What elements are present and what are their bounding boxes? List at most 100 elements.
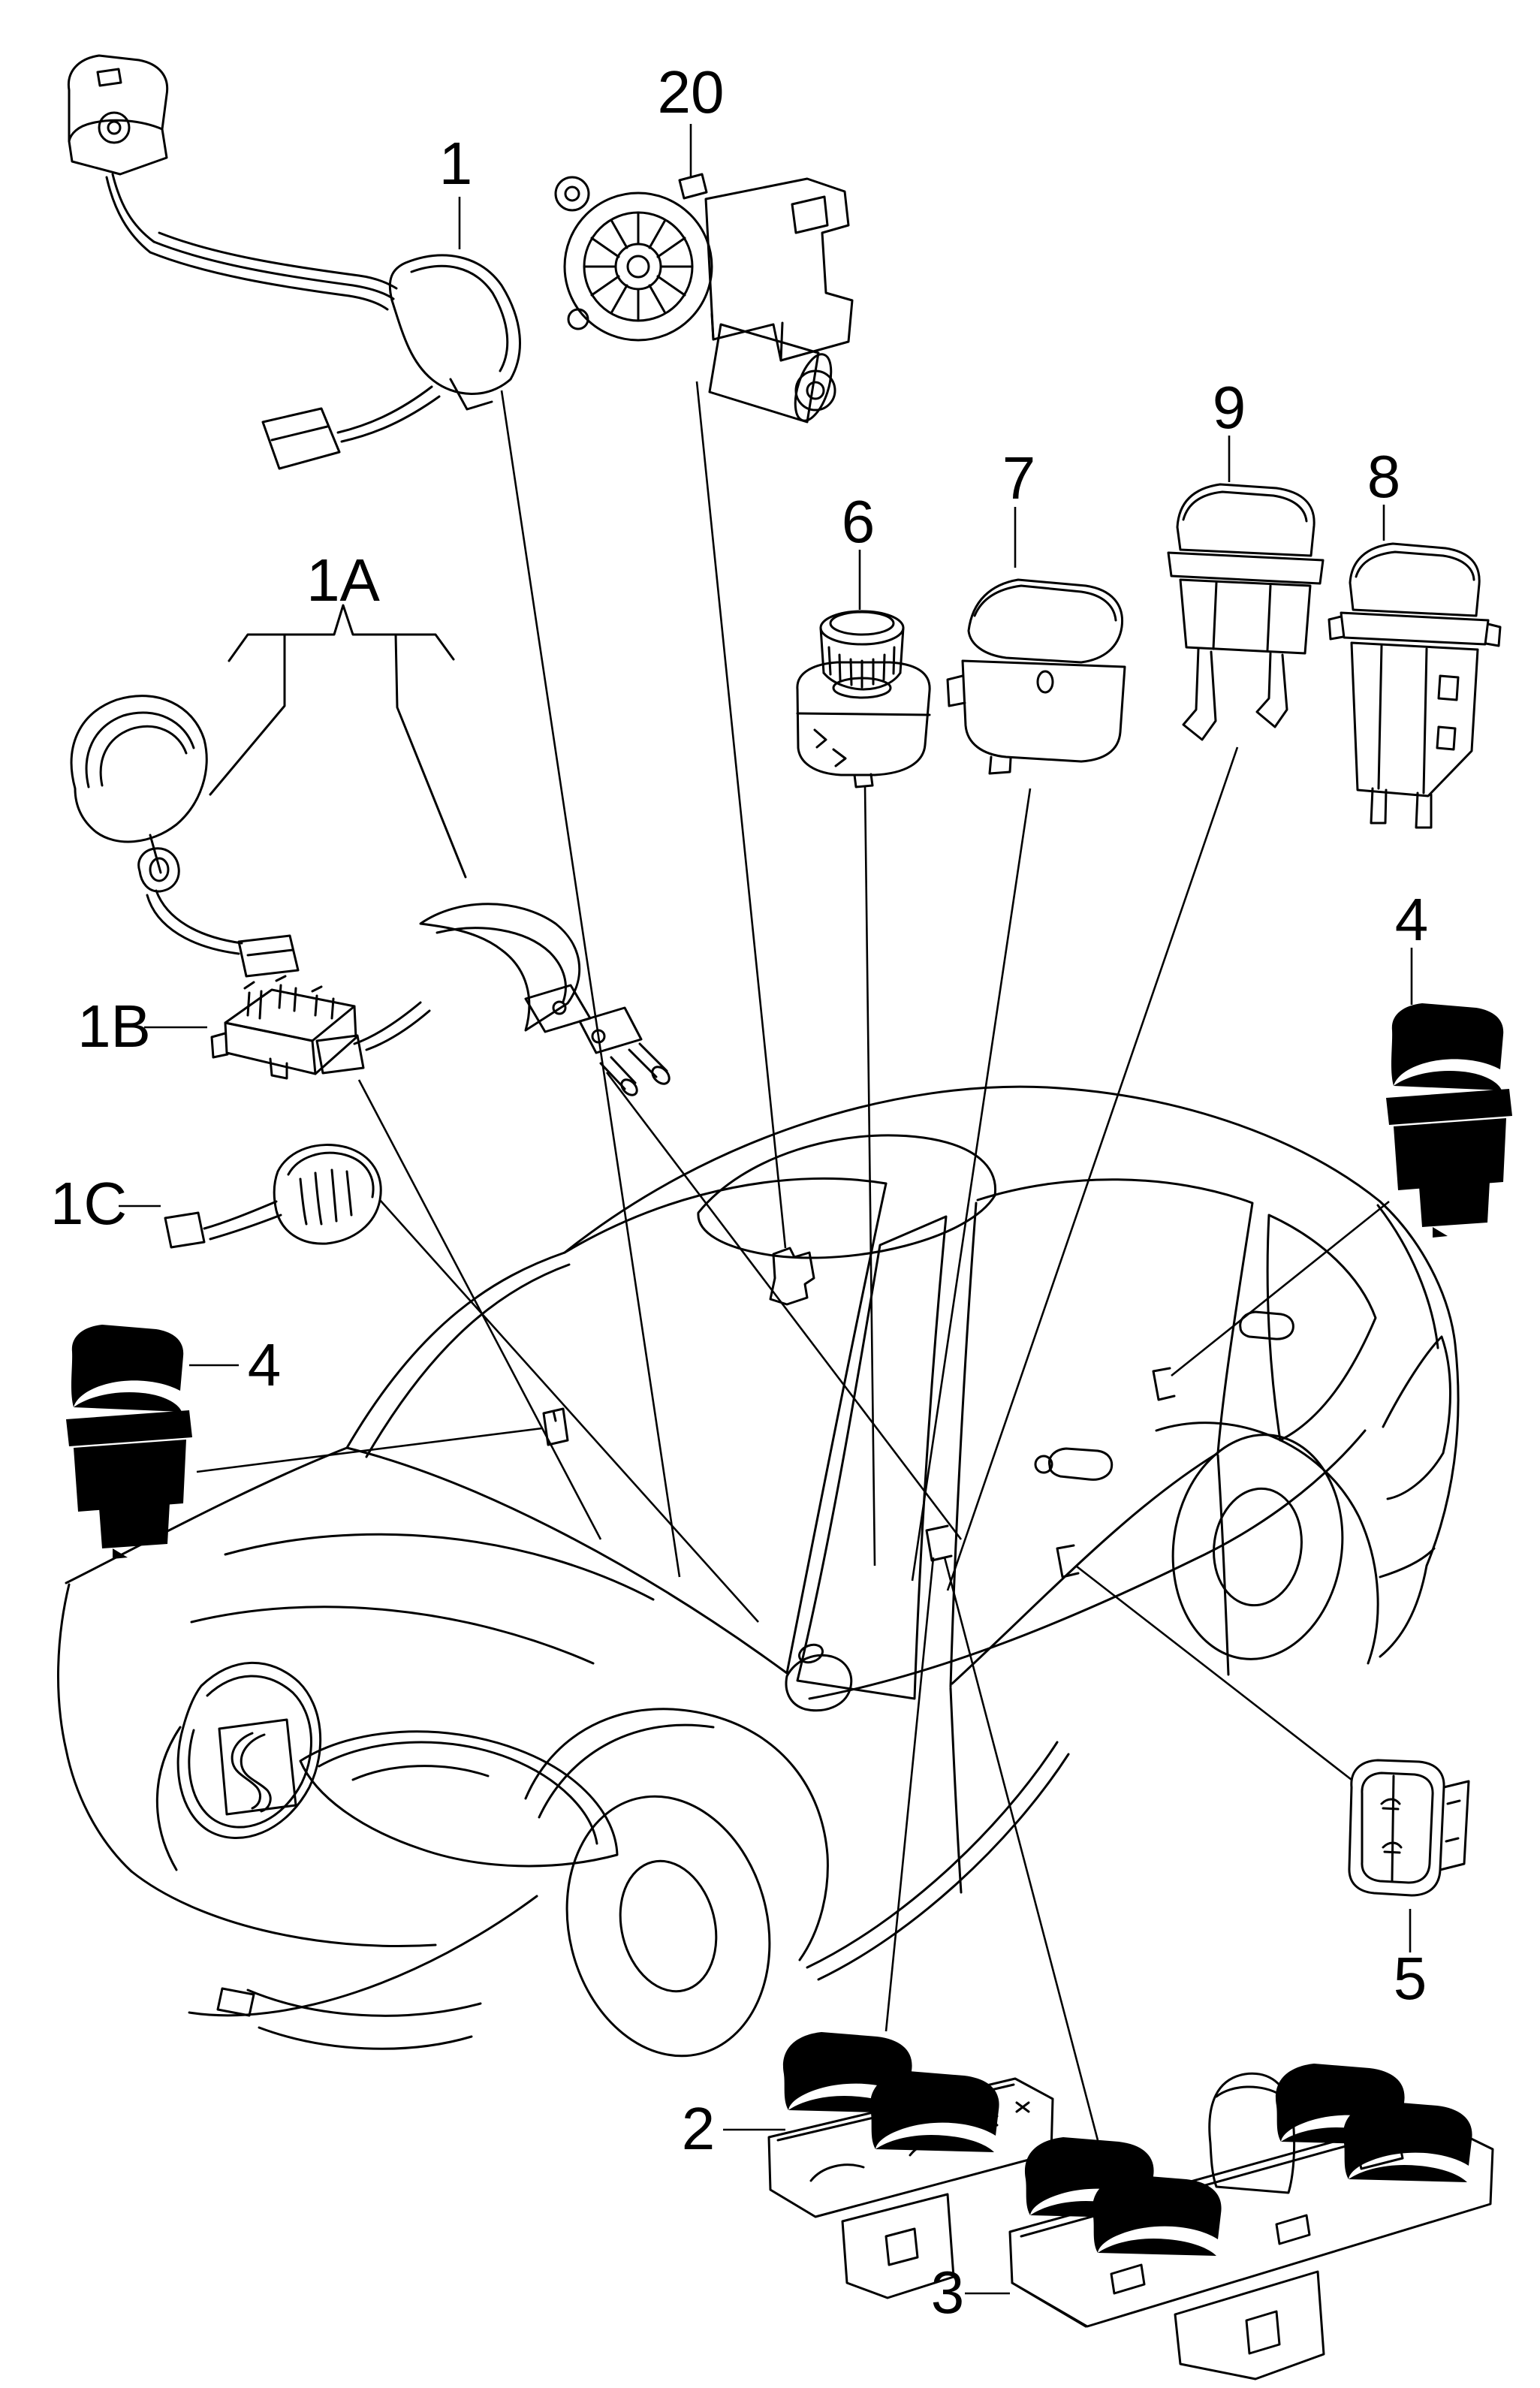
car-headlight (299, 1730, 619, 1868)
callout-4-left-label: 4 (248, 1331, 282, 1398)
car-quarter-window (1266, 1214, 1377, 1442)
car-grille-inner (188, 1675, 312, 1829)
leader-part1c (379, 1199, 759, 1623)
car-tail-lamp (1382, 1335, 1451, 1500)
car-fog-slot-bottom (258, 2026, 473, 2050)
part-1b-control-module (210, 975, 357, 1080)
car-illustration (57, 1085, 1460, 2058)
car-a-pillar-near (785, 1182, 888, 1675)
car-roof-outline (563, 1085, 1382, 1254)
car-front-door-gap (949, 1687, 963, 1894)
car-bumper-lower (130, 1870, 437, 1948)
car-headlight-detail (351, 1765, 490, 1781)
car-front-door-window (796, 1215, 948, 1700)
car-front-wheel-arch (524, 1708, 829, 1961)
callout-1a-label: 1A (306, 547, 380, 614)
car-front-tire (565, 1795, 771, 2058)
leader-part20 (695, 381, 787, 1249)
car-rear-wheel-arch (1155, 1422, 1379, 1665)
car-hood-crease (224, 1533, 655, 1601)
callout-2-label: 2 (682, 2095, 716, 2162)
callout-1a-bracket (209, 604, 467, 879)
leader-part1a (605, 1072, 963, 1540)
car-front-fender-crease (538, 1723, 715, 1819)
leader-part6 (863, 785, 876, 1566)
car-rear-hatch-edge (1379, 1200, 1460, 1658)
seat-logo-s (240, 1733, 272, 1813)
leader-part2 (885, 1557, 935, 2032)
car-door-keyhole (798, 1643, 824, 1664)
callout-3-label: 3 (931, 2259, 965, 2326)
car-rear-hatch-inner (1376, 1204, 1439, 1349)
leader-part3 (943, 1557, 1099, 2141)
callout-7-label: 7 (1002, 445, 1036, 511)
car-rear-bumper-crease (1379, 1547, 1436, 1578)
car-sill-line (806, 1741, 1059, 1969)
part-7-rocker-switch (946, 578, 1126, 775)
car-side-mirror (785, 1654, 853, 1712)
car-headlight-inner (318, 1741, 598, 1845)
leader-part4-left (196, 1427, 543, 1473)
part-1-steering-column-switch-harness (67, 54, 521, 470)
seat-logo-box (218, 1718, 297, 1816)
car-tow-cover (216, 1987, 255, 2017)
target-rear-door-upper (1152, 1367, 1176, 1401)
callout-1c-label: 1C (50, 1170, 127, 1237)
car-cowl (345, 1446, 788, 1675)
car-rear-door-gap (1216, 1454, 1230, 1676)
callout-20-label: 20 (658, 59, 725, 125)
car-sunroof (697, 1134, 997, 1259)
car-hood-crease2 (190, 1606, 595, 1665)
car-bumper-seam (155, 1726, 182, 1871)
target-windshield-pillar (542, 1407, 569, 1446)
part-9-push-switch (1167, 483, 1325, 741)
car-fog-slot-top (246, 1988, 482, 2017)
callout-8-label: 8 (1367, 443, 1401, 510)
callout-5-label: 5 (1394, 1945, 1427, 2012)
part-8-push-switch (1328, 542, 1502, 829)
car-rear-door-window (951, 1178, 1254, 1685)
car-beltline (808, 1429, 1367, 1700)
car-front-rim (619, 1859, 718, 1993)
callout-1b-label: 1B (77, 993, 151, 1060)
car-roof-target-connector (769, 1247, 815, 1306)
car-sill-line2 (817, 1753, 1070, 1981)
car-roof-front-edge (563, 1177, 888, 1254)
car-grille (176, 1661, 322, 1839)
part-20-window-lift-motor (554, 173, 854, 424)
car-hood-line (65, 1446, 348, 1584)
leader-part1b (357, 1079, 602, 1540)
leader-part5 (1076, 1565, 1352, 1781)
callout-4-right-label: 4 (1395, 886, 1429, 953)
target-front-door (925, 1524, 953, 1562)
part-5-rear-window-switch (1348, 1759, 1470, 1897)
part-4-window-switch-left (66, 1325, 192, 1559)
part-6-mirror-adjuster-switch (796, 610, 931, 788)
car-front-door-handle-cap (1034, 1455, 1053, 1474)
part-2-double-window-switch (767, 2032, 1054, 2299)
leader-part7 (911, 788, 1032, 1581)
car-rear-door-handle (1239, 1310, 1294, 1340)
part-4-window-switch-right (1386, 1003, 1512, 1238)
car-a-pillar-far-inner (365, 1263, 571, 1458)
car-a-pillar-far (345, 1251, 566, 1449)
part-1c-paddle-switch (164, 1144, 382, 1249)
leader-part9 (946, 746, 1239, 1591)
callout-6-label: 6 (842, 488, 875, 555)
callout-1-label: 1 (439, 130, 473, 197)
car-front-door-handle (1047, 1447, 1114, 1481)
callout-9-label: 9 (1213, 374, 1246, 441)
callout-labels: 1 1A 1B 1C 2 3 4 4 5 6 7 8 9 20 (50, 59, 1428, 2326)
car-bumper-left-edge (57, 1583, 133, 1873)
part-1a-shift-paddles (70, 695, 671, 1096)
car-rear-rim (1213, 1487, 1303, 1607)
part-3-driver-window-switch-panel (1008, 2064, 1494, 2380)
car-rear-tire (1171, 1434, 1344, 1660)
seat-logo-s2 (231, 1732, 262, 1810)
car-b-pillar (949, 1202, 978, 1688)
car-front-lower-edge (188, 1895, 538, 2017)
target-rear-door-lower (1056, 1544, 1080, 1578)
leader-part1 (500, 390, 681, 1578)
leader-part4-right (1171, 1200, 1390, 1377)
